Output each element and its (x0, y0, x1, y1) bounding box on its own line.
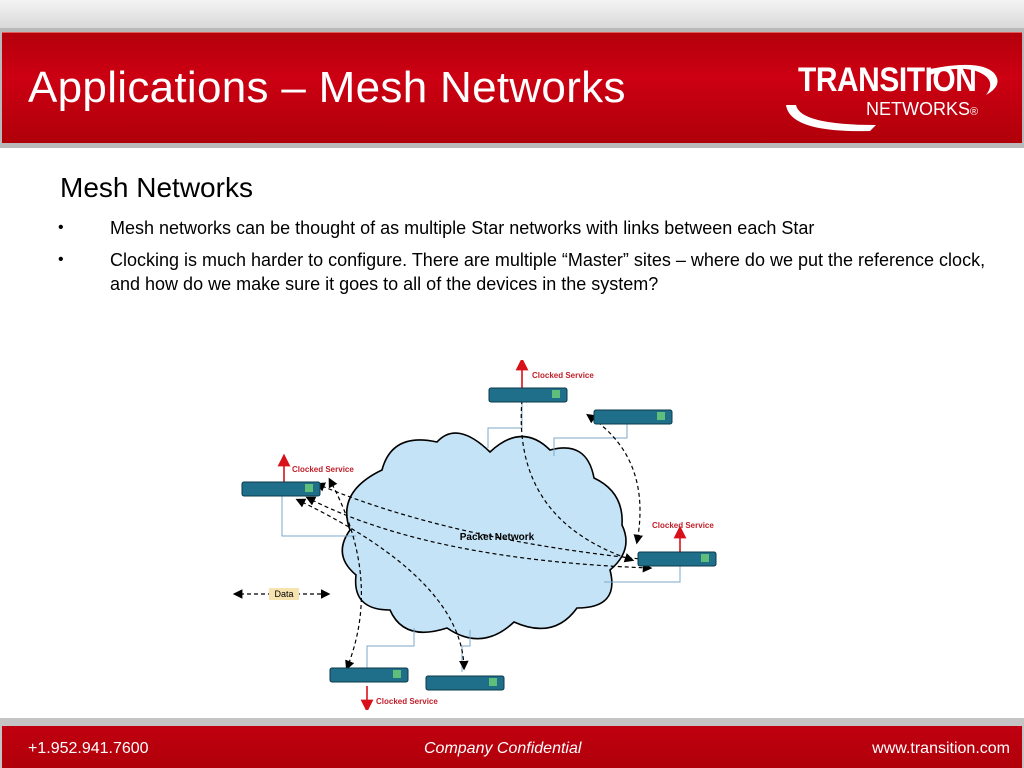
logo-swoosh-icon (786, 64, 998, 132)
logo-line2-wrap: NETWORKS® (866, 99, 978, 120)
link-line (366, 628, 415, 672)
header-band: Applications – Mesh Networks TRANSITION … (0, 28, 1024, 148)
slide-content: Mesh Networks • Mesh networks can be thou… (56, 172, 996, 304)
mesh-network-diagram: Packet Network Data Clocked Service Cloc… (232, 360, 717, 710)
bullet-list: • Mesh networks can be thought of as mult… (56, 216, 996, 296)
bullet-item: • Mesh networks can be thought of as mult… (56, 216, 996, 240)
network-device (593, 409, 673, 425)
footer-band: +1.952.941.7600 Company Confidential www… (0, 718, 1024, 768)
clocked-service-label: Clocked Service (292, 465, 354, 474)
bullet-glyph: • (58, 251, 64, 268)
footer-red-bar: +1.952.941.7600 Company Confidential www… (2, 726, 1022, 768)
slide-subtitle: Mesh Networks (60, 172, 253, 203)
clocked-service-label: Clocked Service (532, 371, 594, 380)
mesh-path (586, 413, 644, 545)
data-legend-bg (269, 588, 299, 600)
network-device (329, 667, 409, 683)
mesh-path (328, 477, 362, 671)
bullet-item: • Clocking is much harder to configure. T… (56, 248, 996, 296)
data-legend-label: Data (274, 589, 293, 599)
footer-confidential: Company Confidential (424, 740, 582, 757)
network-device (241, 481, 321, 497)
mesh-path (517, 392, 635, 563)
footer-phone: +1.952.941.7600 (28, 740, 149, 757)
bullet-text: Clocking is much harder to configure. Th… (110, 250, 986, 294)
clocked-service-label: Clocked Service (652, 521, 714, 530)
footer-website[interactable]: www.transition.com (872, 740, 1010, 757)
bullet-text: Mesh networks can be thought of as multi… (110, 218, 815, 238)
link-line (604, 566, 681, 583)
network-device (637, 551, 717, 567)
company-logo: TRANSITION NETWORKS® (780, 53, 1010, 133)
logo-line2: NETWORKS (866, 99, 971, 119)
header-red-bar: Applications – Mesh Networks TRANSITION … (2, 32, 1022, 143)
network-device (488, 387, 568, 403)
logo-line1: TRANSITION (798, 61, 977, 99)
network-device (425, 675, 505, 691)
logo-registered-mark: ® (970, 106, 979, 118)
slide-title: Applications – Mesh Networks (28, 63, 626, 112)
link-line (281, 496, 356, 537)
top-shade (0, 0, 1024, 28)
bullet-glyph: • (58, 219, 64, 236)
clocked-service-label: Clocked Service (376, 697, 438, 706)
